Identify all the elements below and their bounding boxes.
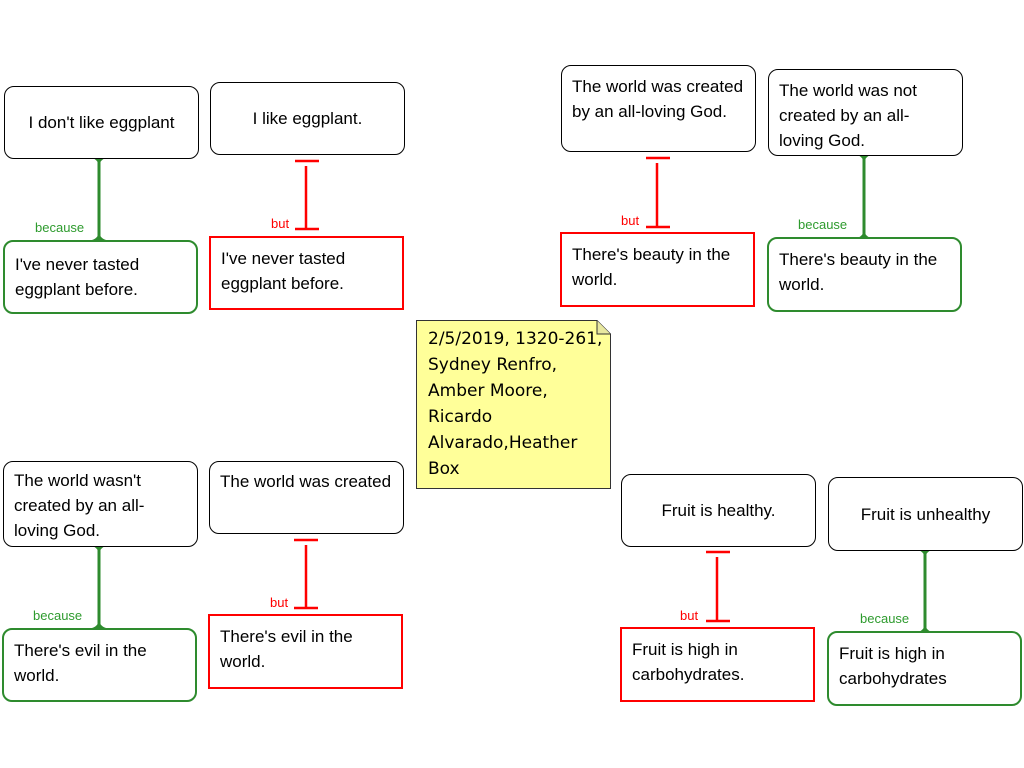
- because-label: because: [33, 608, 83, 623]
- claim-node[interactable]: Fruit is unhealthy: [828, 477, 1023, 551]
- reason-node[interactable]: There's beauty in the world.: [767, 237, 962, 312]
- node-text: I've never tasted eggplant before.: [221, 249, 346, 293]
- node-text: There's evil in the world.: [14, 641, 147, 685]
- node-text: There's beauty in the world.: [572, 245, 731, 289]
- reason-node[interactable]: I've never tasted eggplant before.: [3, 240, 198, 314]
- node-text: I've never tasted eggplant before.: [15, 255, 140, 299]
- reason-node[interactable]: Fruit is high in carbohydrates: [827, 631, 1022, 706]
- but-label: but: [680, 608, 699, 623]
- but-link: [295, 159, 319, 231]
- because-label: because: [860, 611, 910, 626]
- note-text: 2/5/2019, 1320-261, Sydney Renfro, Amber…: [428, 329, 603, 479]
- node-text: I don't like eggplant: [28, 113, 175, 132]
- node-text: Fruit is unhealthy: [860, 504, 991, 524]
- node-text: Fruit is high in carbohydrates: [839, 644, 947, 688]
- objection-node[interactable]: Fruit is high in carbohydrates.: [620, 627, 815, 702]
- sticky-note[interactable]: 2/5/2019, 1320-261, Sydney Renfro, Amber…: [416, 320, 611, 489]
- node-text: Fruit is high in carbohydrates.: [632, 640, 745, 684]
- because-label: because: [35, 220, 85, 235]
- claim-node[interactable]: I like eggplant.: [210, 82, 405, 155]
- but-label: but: [271, 216, 290, 231]
- claim-node[interactable]: The world was created: [209, 461, 404, 534]
- objection-node[interactable]: I've never tasted eggplant before.: [209, 236, 404, 310]
- but-link: [706, 550, 730, 623]
- claim-node[interactable]: The world was created by an all-loving G…: [561, 65, 756, 152]
- claim-node[interactable]: The world was not created by an all-lovi…: [768, 69, 963, 156]
- node-text: There's beauty in the world.: [779, 250, 938, 294]
- node-text: Fruit is healthy.: [661, 501, 776, 520]
- but-label: but: [270, 595, 289, 610]
- node-text: The world wasn't created by an all-lovin…: [14, 471, 145, 540]
- node-text: The world was created by an all-loving G…: [572, 77, 744, 121]
- objection-node[interactable]: There's beauty in the world.: [560, 232, 755, 307]
- reason-node[interactable]: There's evil in the world.: [2, 628, 197, 702]
- but-link: [646, 156, 670, 229]
- claim-node[interactable]: Fruit is healthy.: [621, 474, 816, 547]
- objection-node[interactable]: There's evil in the world.: [208, 614, 403, 689]
- node-text: There's evil in the world.: [220, 627, 353, 671]
- node-text: The world was not created by an all-lovi…: [779, 81, 917, 150]
- claim-node[interactable]: The world wasn't created by an all-lovin…: [3, 461, 198, 547]
- because-label: because: [798, 217, 848, 232]
- but-label: but: [621, 213, 640, 228]
- claim-node[interactable]: I don't like eggplant: [4, 86, 199, 159]
- but-link: [294, 538, 318, 610]
- node-text: I like eggplant.: [252, 109, 363, 128]
- node-text: The world was created: [220, 472, 392, 491]
- note-shape: [416, 320, 611, 489]
